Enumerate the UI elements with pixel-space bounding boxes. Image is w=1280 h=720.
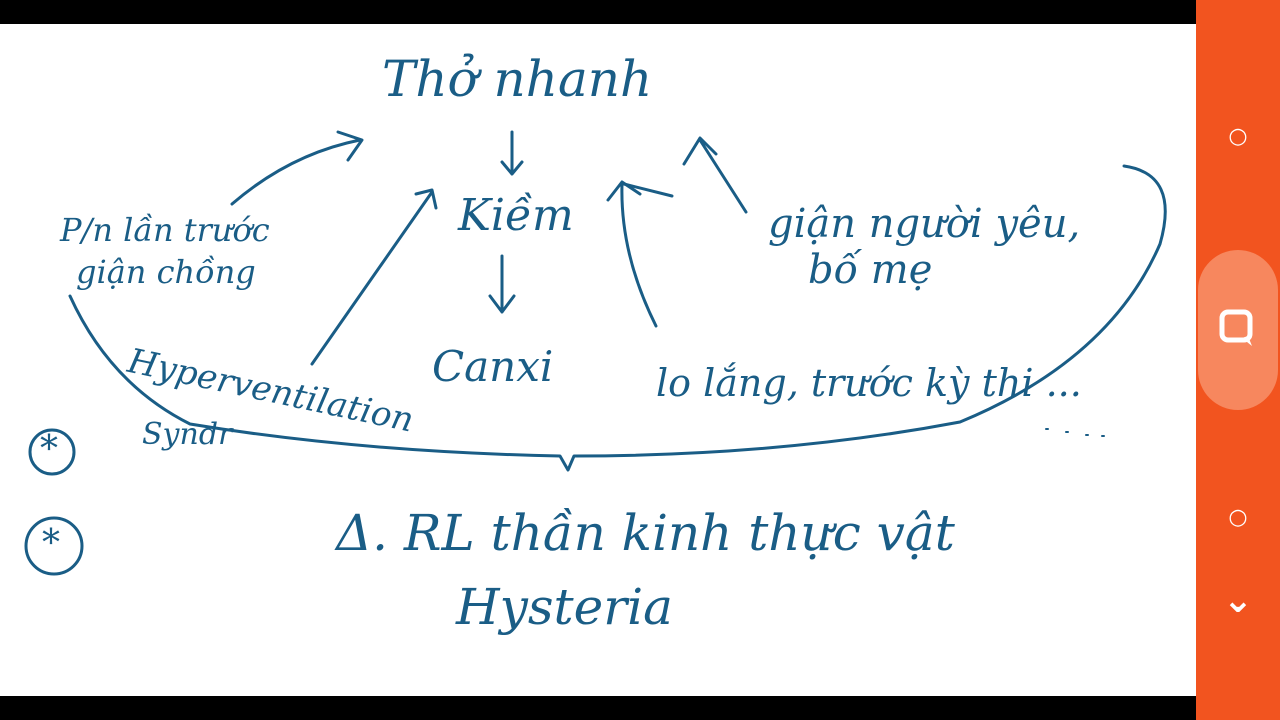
bullet-star-2: *	[42, 523, 60, 564]
arrow-title-to-center	[500, 130, 524, 176]
arrow-center-to-calcium	[488, 254, 516, 314]
diagnosis-text: Δ. RL thần kinh thực vật	[336, 504, 955, 562]
arrow-right-note-up	[682, 136, 748, 214]
title-text: Thở nhanh	[382, 50, 653, 108]
bottom-dot-button[interactable]: ○	[1228, 505, 1248, 530]
arrow-worry-to-center-line	[622, 182, 674, 198]
arrow-left-note-up	[230, 130, 364, 206]
bullet-circle-2	[24, 516, 84, 576]
chat-icon	[1219, 309, 1253, 346]
bullet-star-1: *	[40, 429, 58, 470]
left-cause-line-2: giận chồng	[76, 253, 256, 291]
worry-text: lo lắng, trước kỳ thi ...	[656, 361, 1082, 405]
arrow-syndrome-to-center	[310, 188, 438, 366]
hysteria-text: Hysteria	[456, 578, 673, 636]
bottom-letterbox	[0, 696, 1196, 720]
whiteboard-canvas: Thở nhanh Kiềm Canxi P/n lần trước giận …	[0, 24, 1196, 696]
right-cause-line-2: bố mẹ	[808, 247, 933, 293]
left-cause-line-1: P/n lần trước	[60, 211, 270, 249]
bullet-circle-1	[28, 428, 76, 476]
right-cause-line-1: giận người yêu,	[768, 201, 1081, 247]
top-dot-button[interactable]: ○	[1228, 124, 1248, 149]
side-control-panel: ○ ○ ⌄	[1196, 0, 1280, 720]
top-letterbox	[0, 0, 1196, 24]
calcium-text: Canxi	[432, 342, 554, 391]
chevron-down-icon[interactable]: ⌄	[1222, 580, 1254, 621]
arrow-worry-to-center	[606, 180, 658, 328]
grouping-brace	[68, 164, 1167, 472]
chat-button[interactable]	[1198, 250, 1278, 410]
center-node-text: Kiềm	[458, 190, 574, 241]
ink-strokes	[24, 130, 1167, 576]
syndrome-line-2: Syndr	[142, 417, 233, 452]
ellipsis-dots	[1045, 428, 1105, 437]
